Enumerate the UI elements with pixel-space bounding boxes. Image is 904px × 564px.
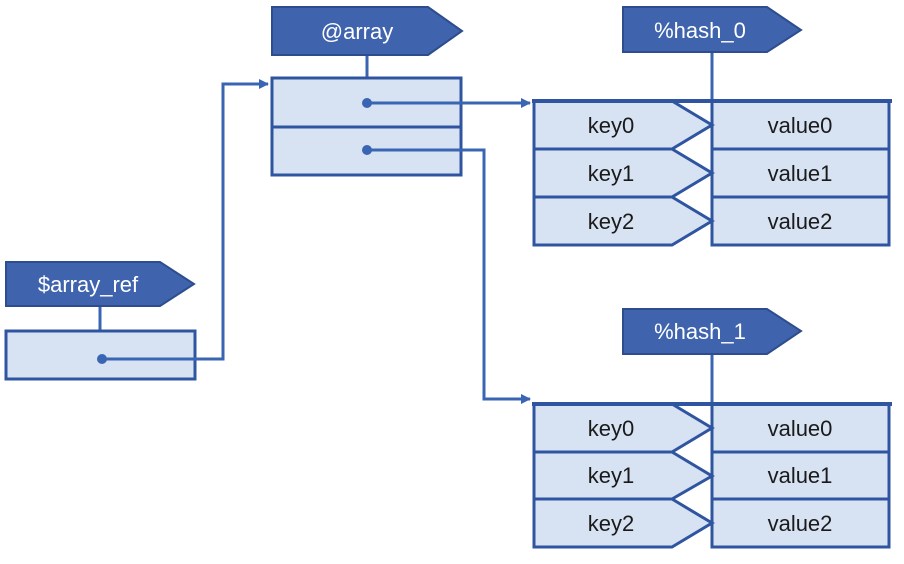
array-ref-tag — [5, 261, 196, 307]
hash-1-value-0: value0 — [768, 416, 833, 441]
hash-0-key-cell — [532, 195, 715, 247]
hash-0-name: %hash_0 — [654, 18, 746, 43]
hash-0-key-1: key1 — [588, 161, 634, 186]
reference-arrows — [97, 79, 531, 404]
array-ref-to-array-arrow — [102, 79, 269, 361]
array-1-to-hash-1-arrow — [367, 148, 531, 404]
hash-0-value-cell — [710, 147, 891, 199]
hash-0-value-1: value1 — [768, 161, 833, 186]
array-ref-group: $array_ref — [4, 261, 197, 381]
hash-1-key-cell — [532, 450, 715, 501]
hash-0-tag — [622, 6, 803, 53]
hash-0-key-0: key0 — [588, 113, 634, 138]
array-name: @array — [321, 19, 393, 44]
hash-1-key-1: key1 — [588, 463, 634, 488]
hash-1-value-cell — [710, 497, 891, 549]
hash-1-value-1: value1 — [768, 463, 833, 488]
hash-0-key-cell — [532, 147, 715, 199]
hash-1-group: %hash_1 key0 key1 key2 value0 value1 val… — [532, 308, 892, 549]
hash-0-value-2: value2 — [768, 209, 833, 234]
hash-1-key-cell — [532, 497, 715, 549]
array-tag — [271, 6, 464, 56]
hash-0-value-0: value0 — [768, 113, 833, 138]
hash-1-key-0: key0 — [588, 416, 634, 441]
hash-0-value-cell — [710, 195, 891, 247]
hash-0-group: %hash_0 key0 key1 key2 value0 value1 val… — [532, 6, 892, 247]
hash-0-value-cell — [710, 99, 891, 151]
array-ref-name: $array_ref — [38, 272, 139, 297]
hash-0-key-2: key2 — [588, 209, 634, 234]
hash-1-key-2: key2 — [588, 511, 634, 536]
hash-1-name: %hash_1 — [654, 319, 746, 344]
hash-1-tag — [622, 308, 803, 355]
hash-1-value-2: value2 — [768, 511, 833, 536]
